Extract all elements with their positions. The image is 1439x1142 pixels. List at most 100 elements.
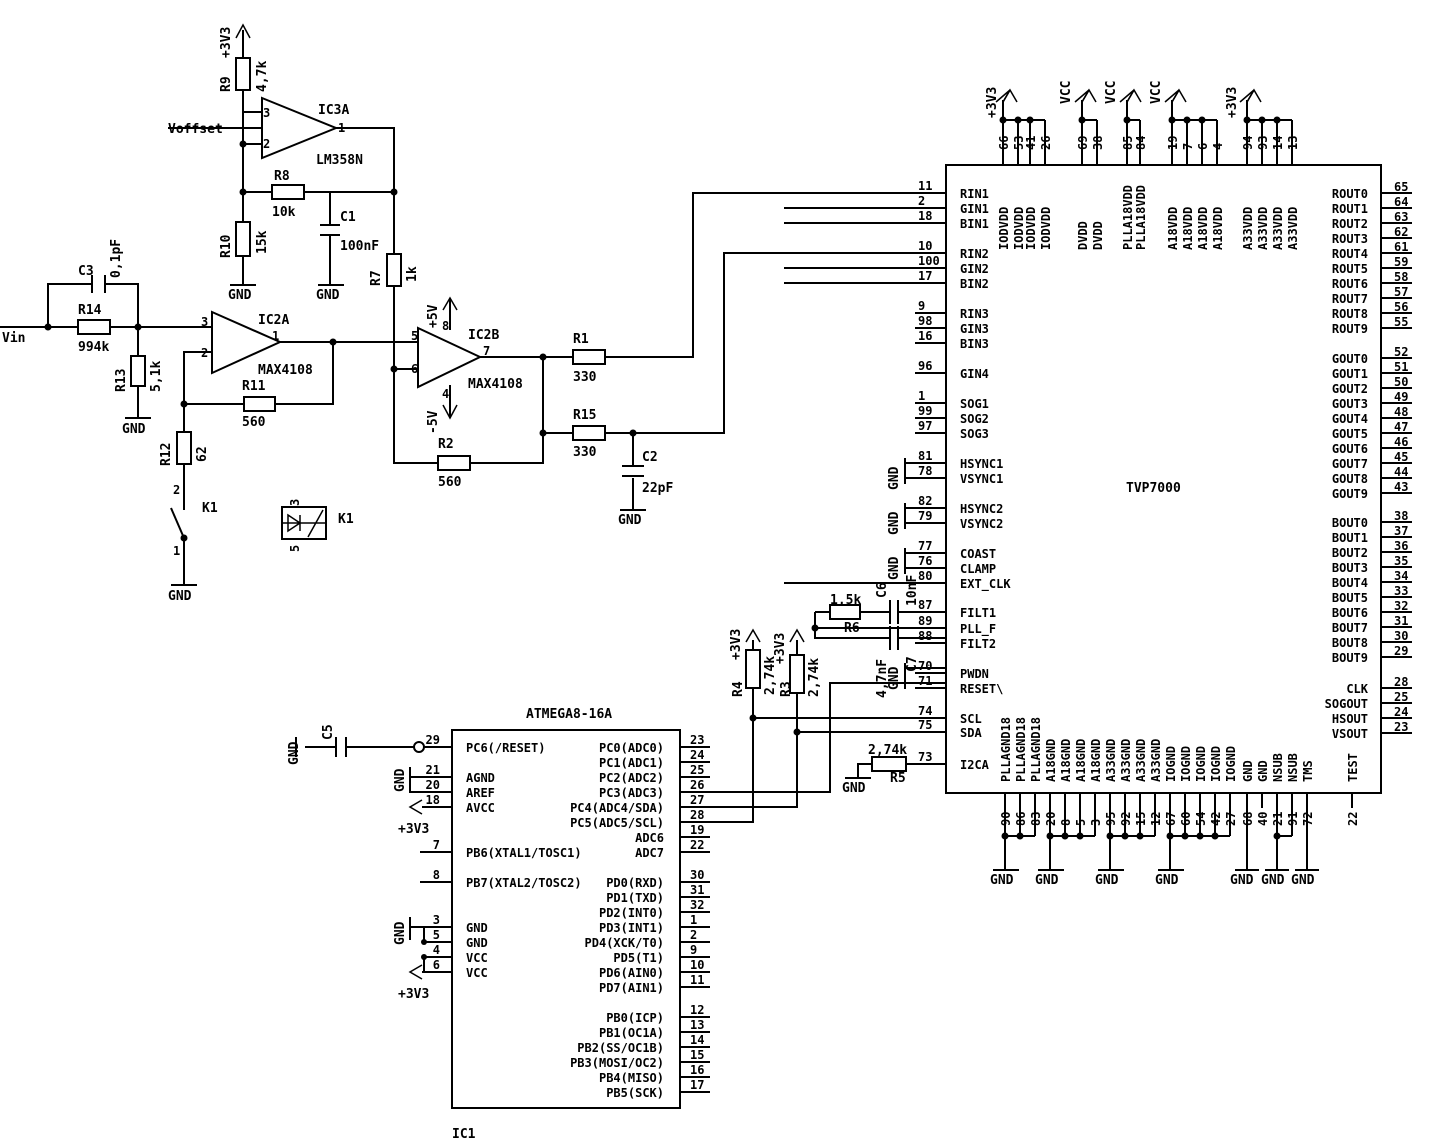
tvp-pin-label: A33GND — [1149, 739, 1163, 782]
tvp-pin-label: GOUT0 — [1332, 352, 1368, 366]
tvp-pin-number: 36 — [1394, 539, 1408, 553]
label-ic2a-part: MAX4108 — [258, 363, 313, 378]
label-a18-supply: VCC — [1149, 81, 1164, 104]
label-gnd-r13: GND — [122, 422, 146, 437]
label-a33-supply: +3V3 — [1225, 87, 1240, 118]
label-r14-value: 994k — [78, 340, 109, 355]
label-gnd-c2: GND — [618, 513, 642, 528]
tvp-pin-number: 30 — [1394, 629, 1408, 643]
label-r5: R5 — [890, 771, 906, 786]
atmega-pin-label: PC3(ADC3) — [599, 786, 664, 800]
label-r8-value: 10k — [272, 205, 296, 220]
tvp-pin-number: 61 — [1394, 240, 1408, 254]
svg-text:7: 7 — [483, 344, 490, 358]
label-gnd-agnd: GND — [393, 768, 408, 792]
svg-text:5: 5 — [288, 545, 302, 552]
label-gnd-c5: GND — [287, 741, 302, 765]
tvp-pin-label: A18GND — [1044, 739, 1058, 782]
label-k1-switch: K1 — [202, 501, 218, 516]
label-minus5v: -5V — [426, 410, 441, 434]
atmega-pin-label: PC6(/RESET) — [466, 741, 545, 755]
atmega-pin-number: 8 — [433, 868, 440, 882]
tvp-pin-number: 58 — [1394, 270, 1408, 284]
tvp-pin-number: 40 — [1256, 812, 1270, 826]
label-gnd-io: GND — [1155, 873, 1179, 888]
tvp-pin-number: 17 — [918, 269, 932, 283]
atmega-pin-number: 9 — [690, 943, 697, 957]
wires — [0, 30, 1308, 973]
tvp-pin-number: 9 — [918, 299, 925, 313]
atmega-pin-label: PD2(INT0) — [599, 906, 664, 920]
atmega-pin-number: 6 — [433, 958, 440, 972]
tvp-pin-label: SCL — [960, 712, 982, 726]
atmega-pin-label: AGND — [466, 771, 495, 785]
tvp-pin-label: A18GND — [1074, 739, 1088, 782]
resistor-r4 — [745, 649, 761, 689]
atmega-pin-number: 16 — [690, 1063, 704, 1077]
tvp-pin-number: 50 — [1394, 375, 1408, 389]
svg-text:3: 3 — [201, 315, 208, 329]
label-gnd-sync1: GND — [887, 466, 902, 490]
tvp-pin-number: 59 — [1394, 255, 1408, 269]
tvp-pin-label: BOUT6 — [1332, 606, 1368, 620]
tvp-pin-number: 62 — [1394, 225, 1408, 239]
tvp-pin-number: 19 — [1166, 136, 1180, 150]
tvp-pin-label: HSYNC1 — [960, 457, 1003, 471]
tvp-pin-number: 22 — [1346, 812, 1360, 826]
atmega-pin-number: 4 — [433, 943, 440, 957]
tvp-pin-label: A33GND — [1134, 739, 1148, 782]
atmega-right-pins: 23PC0(ADC0)24PC1(ADC1)25PC2(ADC2)26PC3(A… — [570, 733, 710, 1100]
label-ic2b: IC2B — [468, 328, 499, 343]
label-c1-value: 100nF — [340, 239, 379, 254]
label-gnd-tms: GND — [1291, 873, 1315, 888]
label-c6: C6 — [875, 582, 890, 598]
label-gnd-gnd: GND — [1230, 873, 1254, 888]
tvp-pin-label: NSUB — [1286, 753, 1300, 782]
tvp-pin-label: VSYNC2 — [960, 517, 1003, 531]
tvp-pin-label: GND — [1241, 760, 1255, 782]
tvp-pin-number: 98 — [918, 314, 932, 328]
atmega-pin-label: PB7(XTAL2/TOSC2) — [466, 876, 582, 890]
label-r6-value: 1,5k — [830, 593, 861, 608]
svg-text:8: 8 — [442, 319, 449, 333]
atmega-pin-number: 7 — [433, 838, 440, 852]
tvp-pin-number: 97 — [918, 419, 932, 433]
tvp-pin-label: PLLAGND18 — [999, 717, 1013, 782]
components — [77, 23, 1382, 1109]
label-r2-value: 560 — [438, 475, 462, 490]
label-ic1: IC1 — [452, 1127, 476, 1142]
atmega-pin-number: 26 — [690, 778, 704, 792]
tvp-pin-number: 24 — [1394, 705, 1408, 719]
tvp-pin-label: BOUT7 — [1332, 621, 1368, 635]
atmega-pin-label: PD3(INT1) — [599, 921, 664, 935]
tvp-pin-number: 42 — [1209, 812, 1223, 826]
tvp-pin-number: 95 — [1104, 812, 1118, 826]
atmega-pin-label: AREF — [466, 786, 495, 800]
label-r7: R7 — [369, 270, 384, 286]
tvp-pin-label: SOG3 — [960, 427, 989, 441]
tvp-pin-label: GOUT9 — [1332, 487, 1368, 501]
label-gnd-a33: GND — [1095, 873, 1119, 888]
atmega-pin-label: PD5(T1) — [613, 951, 664, 965]
tvp-pin-number: 1 — [918, 389, 925, 403]
tvp-pin-label: GIN4 — [960, 367, 989, 381]
atmega-pin-number: 24 — [690, 748, 704, 762]
capacitor-c1 — [320, 224, 340, 236]
label-ic3a: IC3A — [318, 103, 349, 118]
tvp-pin-number: 83 — [1029, 812, 1043, 826]
tvp-pin-label: A33VDD — [1241, 207, 1255, 250]
tvp-pin-number: 7 — [1181, 143, 1195, 150]
tvp-pin-label: A33GND — [1104, 739, 1118, 782]
tvp-pin-label: BOUT9 — [1332, 651, 1368, 665]
label-r14: R14 — [78, 303, 102, 318]
tvp-pin-label: IOGND — [1179, 746, 1193, 782]
tvp-pin-number: 26 — [1039, 136, 1053, 150]
tvp-pin-label: BIN2 — [960, 277, 989, 291]
atmega-pin-label: VCC — [466, 951, 488, 965]
atmega-pin-number: 28 — [690, 808, 704, 822]
tvp-pin-label: ROUT7 — [1332, 292, 1368, 306]
tvp-pin-label: A33VDD — [1271, 207, 1285, 250]
tvp-pin-label: IOGND — [1164, 746, 1178, 782]
opamp-ic3a — [261, 96, 339, 160]
atmega-pin-number: 21 — [426, 763, 440, 777]
